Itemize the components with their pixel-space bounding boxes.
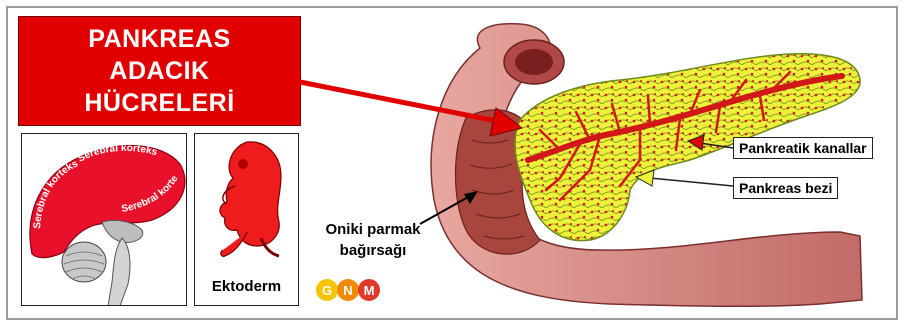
logo-letter-g: G: [322, 283, 332, 298]
duodenum-label: Oniki parmak bağırsağı: [318, 219, 428, 261]
logo-letter-n: N: [343, 283, 352, 298]
logo-letter-m: M: [364, 283, 375, 298]
duodenum-label-line2: bağırsağı: [318, 240, 428, 261]
gnm-logo: G N M: [316, 279, 380, 301]
pancreatic-gland-callout: Pankreas bezi: [733, 177, 838, 199]
duodenum-label-line1: Oniki parmak: [318, 219, 428, 240]
pancreatic-ducts-callout: Pankreatik kanallar: [733, 137, 873, 159]
gland-arrow-line: [650, 178, 733, 186]
